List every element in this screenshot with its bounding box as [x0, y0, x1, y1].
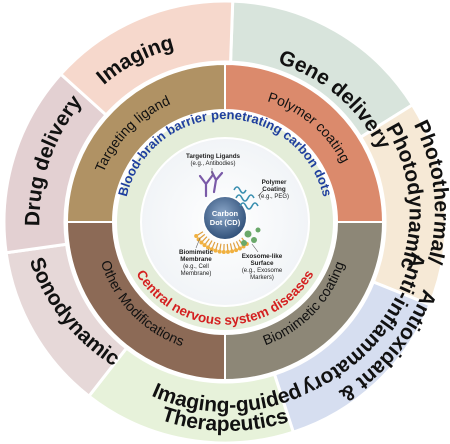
core-membrane-title: Biomimetic: [179, 249, 213, 256]
lipid-head: [206, 245, 210, 250]
lipid-head: [217, 249, 222, 254]
core-polymer-sub: (e.g., PEG): [259, 194, 289, 200]
carbon-dot-sphere: [202, 195, 248, 241]
exosome-marker-icon: [241, 227, 261, 246]
core-illustration: Targeting Ligands (e.g., Antibodies) Pol…: [179, 153, 289, 281]
lipid-head: [202, 243, 207, 248]
core-exosome-sub: (e.g., Exosome: [242, 268, 283, 274]
lipid-head: [237, 246, 242, 251]
lipid-head: [221, 249, 226, 254]
peg-chain-icon: [233, 186, 259, 210]
carbon-dot-label-2: Dot (CD): [210, 218, 241, 227]
core-polymer-title2: Coating: [262, 186, 286, 193]
carbon-dot-label-1: Carbon: [212, 209, 239, 218]
core-membrane-sub2: Membrane): [181, 271, 212, 277]
lipid-head: [194, 234, 199, 239]
lipid-head: [199, 240, 204, 245]
lipid-head: [234, 248, 239, 253]
core-targeting-sub: (e.g., Antibodies): [190, 161, 235, 167]
core-exosome-title: Exosome-like: [242, 253, 283, 260]
core-exosome-sub2: Markers): [250, 275, 274, 281]
leader-lines: [195, 168, 265, 253]
core-targeting-title: Targeting Ligands: [186, 153, 241, 160]
core-membrane-sub: (e.g., Cell: [183, 264, 209, 270]
outer-segment: [58, 0, 235, 118]
lipid-head: [213, 248, 218, 253]
antibody-icon: [198, 170, 224, 198]
core-exosome-title2: Surface: [250, 260, 274, 267]
core-membrane-title2: Membrane: [180, 256, 212, 263]
lipid-head: [225, 249, 230, 254]
core-polymer-title: Polymer: [262, 179, 287, 186]
lipid-head: [230, 249, 235, 254]
lipid-head: [209, 247, 214, 252]
